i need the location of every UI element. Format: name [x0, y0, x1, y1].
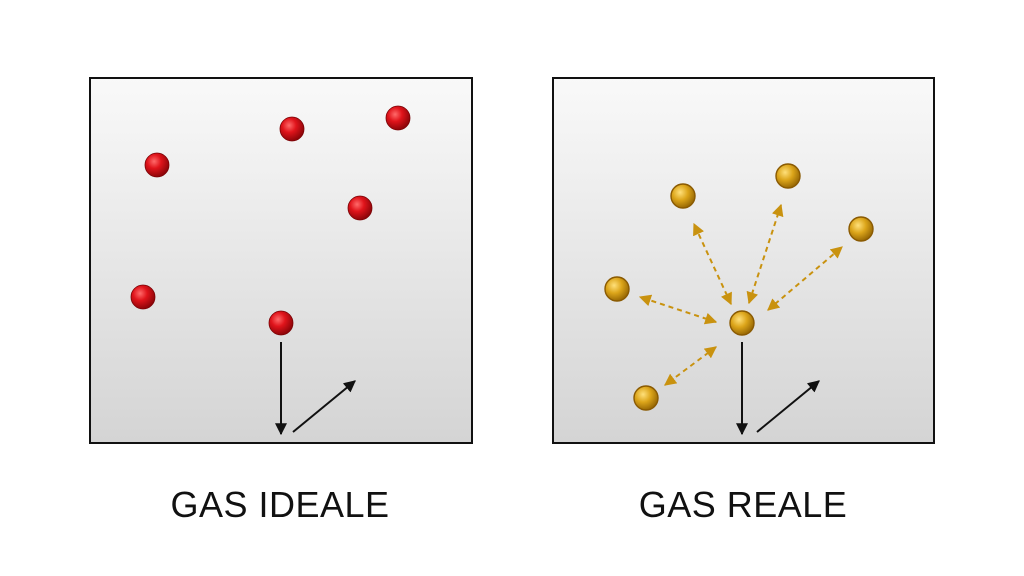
ideal-particles: [130, 105, 411, 336]
ideal-particle: [130, 284, 156, 310]
ideal-particle: [268, 310, 294, 336]
ideal-particle: [279, 116, 305, 142]
real-gas-panel: [552, 77, 935, 444]
real-particle: [633, 385, 659, 411]
real-particle: [604, 276, 630, 302]
ideal-velocity-arrow-diagonal: [292, 380, 356, 433]
attraction-arrow: [693, 222, 732, 306]
real-velocity-arrow-diagonal: [756, 380, 820, 433]
ideal-particle: [385, 105, 411, 131]
attraction-arrow: [638, 294, 718, 325]
real-particle-center: [729, 310, 755, 336]
real-gas-box: [552, 77, 935, 444]
ideal-particle: [347, 195, 373, 221]
real-particle: [775, 163, 801, 189]
ideal-particle: [144, 152, 170, 178]
ideal-gas-panel: [89, 77, 473, 444]
real-particle: [670, 183, 696, 209]
real-particles: [604, 163, 874, 411]
ideal-gas-label: GAS IDEALE: [170, 484, 390, 525]
attraction-arrow: [664, 346, 717, 386]
attraction-arrow: [767, 246, 843, 311]
real-gas-label: GAS REALE: [638, 484, 848, 525]
attraction-arrow: [746, 203, 784, 305]
attraction-arrows: [638, 203, 843, 386]
real-particle: [848, 216, 874, 242]
